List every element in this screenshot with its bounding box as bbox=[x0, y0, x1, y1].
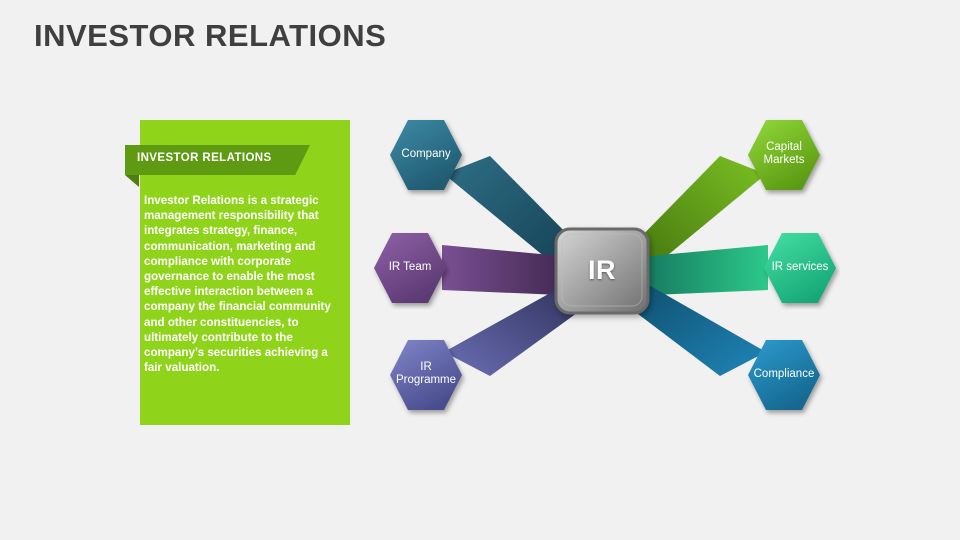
info-panel-body-text: Investor Relations is a strategic manage… bbox=[144, 194, 331, 375]
node-compliance bbox=[748, 340, 820, 410]
info-panel-tab-shadow bbox=[125, 175, 139, 187]
connector-ir-programme bbox=[444, 272, 588, 376]
connector-compliance bbox=[626, 272, 766, 376]
info-panel-tab-label: INVESTOR RELATIONS bbox=[137, 152, 272, 164]
node-ir-team bbox=[374, 233, 446, 303]
hub-node bbox=[554, 227, 650, 315]
connector-ir-team bbox=[442, 245, 584, 296]
info-panel-tab: INVESTOR RELATIONS bbox=[125, 145, 315, 187]
radial-diagram: IR Company Capital Markets IR Team IR se… bbox=[370, 100, 840, 430]
node-ir-services bbox=[764, 233, 836, 303]
node-company bbox=[390, 120, 462, 190]
info-panel-tab-shape bbox=[125, 145, 310, 175]
page-title: INVESTOR RELATIONS bbox=[34, 18, 387, 53]
node-capital-markets bbox=[748, 120, 820, 190]
connector-ir-services bbox=[628, 245, 768, 296]
node-ir-programme bbox=[390, 340, 462, 410]
